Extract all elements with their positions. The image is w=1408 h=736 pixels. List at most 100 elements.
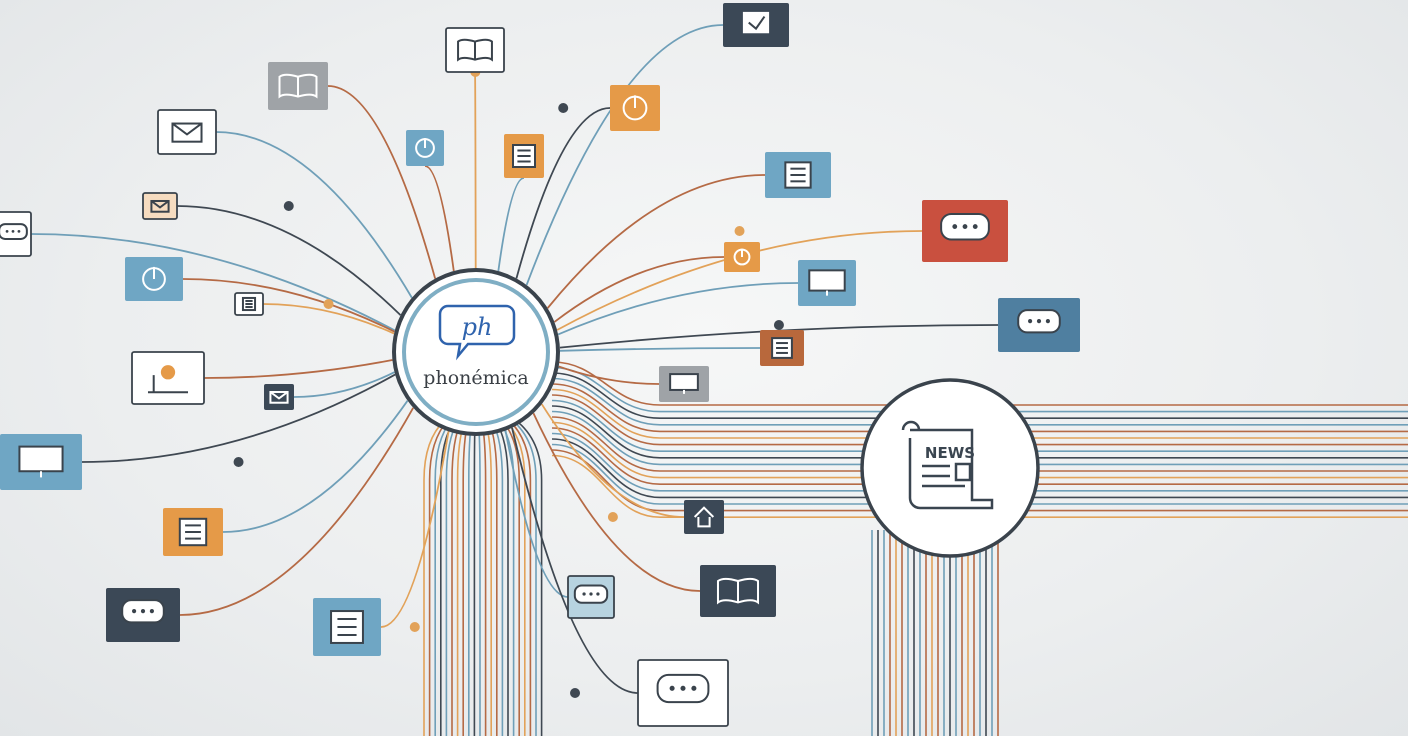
document-icon [241,296,257,312]
bundle-line [551,454,1408,518]
spoke-line [546,174,766,309]
bundle-line [487,419,498,736]
spoke-line [541,403,685,518]
bundle-line [551,388,1408,439]
news-node: NEWS [860,378,1040,558]
icon-node [125,257,183,301]
spoke-line [525,24,724,286]
monitor-icon [18,445,64,478]
spoke-line [557,282,799,336]
power-icon [622,95,648,121]
bundle-line [551,383,1408,433]
icon-node [922,200,1008,262]
mail-icon [171,122,203,143]
bundle-line [497,419,515,736]
connector-dot [734,226,745,236]
monitor-icon [808,269,846,296]
icon-node [504,134,544,178]
bundle-line [473,419,476,736]
chat-icon [573,584,609,604]
monitor-icon [669,373,699,394]
spoke-line [497,177,525,272]
bundle-line [451,419,463,736]
bundle-line [551,449,1408,512]
icon-node [268,62,328,110]
spoke-line [558,365,660,385]
chat-icon [0,223,28,240]
bundle-line [551,443,1408,505]
icon-node [406,130,444,166]
power-icon [142,266,166,291]
spoke-line [81,373,396,463]
spoke-line [30,233,396,332]
connector-dot [323,299,334,309]
mail-icon [269,390,289,404]
power-icon [733,248,751,266]
brand-name: phonémica [423,367,528,389]
bundle-line [434,419,453,736]
spoke-line [532,412,701,592]
icon-node [142,192,178,220]
book-icon [716,577,760,605]
bundle-line [477,419,481,736]
icon-node [765,152,831,198]
icon-nodes [0,3,1080,727]
connector-dot [607,512,618,522]
icon-node [723,3,789,47]
icon-node [760,330,804,366]
icon-node [106,588,180,642]
spoke-line [559,347,761,352]
icon-node [313,598,381,656]
icon-node [659,366,709,402]
bundle-line [468,419,473,736]
connector-dot [283,201,294,211]
bundle-line [551,377,1408,426]
news-label: NEWS [925,444,975,462]
connector-dot [773,320,784,330]
book-icon [457,38,493,62]
spoke-line [203,359,393,379]
house-icon [693,506,715,528]
bundle-line [551,405,1408,459]
chat-icon [121,599,165,624]
bundle-line [480,419,487,736]
icon-node [567,575,615,619]
spoke-line [293,371,395,398]
power-icon [415,138,435,158]
icon-node [700,565,776,617]
icon-node [724,242,760,272]
bundle-line [428,419,449,736]
logo-monogram: ph [462,313,493,341]
location-pin-icon [147,365,189,394]
spoke-line [511,427,639,694]
icon-node [0,211,32,257]
bundle-line [514,419,543,736]
spoke-line [215,131,413,299]
icon-node [0,434,82,490]
bundle-line [551,399,1408,452]
connector-dot [570,688,581,698]
icon-node [445,27,505,73]
spoke-line [176,205,402,316]
bundle-line [551,427,1408,485]
spoke-line [474,71,477,269]
bundle-line [462,419,470,736]
newspaper-scroll-icon [901,420,994,510]
document-icon [512,144,536,168]
document-icon [178,517,208,547]
profile-icon [771,337,793,359]
mail-icon [150,199,170,213]
spoke-line [515,107,611,279]
icon-node [234,292,264,316]
bundle-line [551,432,1408,492]
profile-icon [330,610,364,644]
bundle-line [551,416,1408,472]
bundle-line [551,372,1408,419]
chat-icon [656,673,710,704]
bundle-line [501,419,520,736]
hub: ph phonémica [392,268,560,436]
icon-node [637,659,729,727]
newspaper-icon [784,161,812,189]
bundle-line [551,421,1408,479]
